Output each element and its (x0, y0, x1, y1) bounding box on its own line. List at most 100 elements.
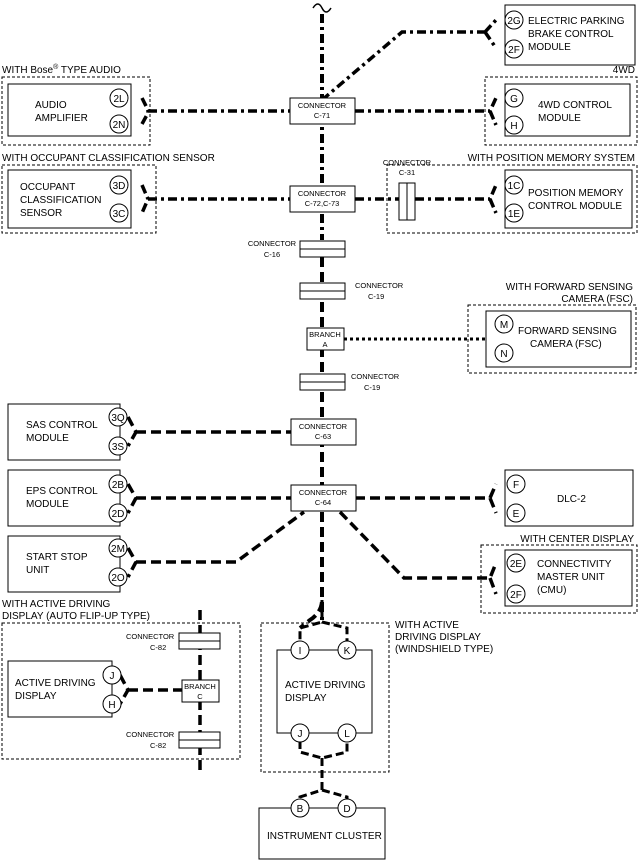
pin-label: J (110, 671, 115, 682)
conn-branch-c (181, 679, 220, 703)
pin-label: 3D (113, 181, 126, 192)
audio-label: AUDIO (35, 100, 67, 111)
c19b-label: CONNECTOR (351, 372, 400, 381)
wire-break-icon (312, 3, 332, 13)
conn-branch-a (306, 327, 345, 351)
adf-wire (118, 674, 182, 705)
cmu-label: (CMU) (537, 585, 566, 596)
c82a-label: C-82 (150, 643, 166, 652)
group-frames (1, 76, 638, 773)
audio-label: AMPLIFIER (35, 113, 88, 124)
pin-label: 1E (508, 209, 521, 220)
ocs-wire (140, 184, 290, 214)
c63-label: C-63 (315, 432, 331, 441)
pin-label: 2O (111, 573, 125, 584)
pin-label: 2F (508, 45, 520, 56)
pin-label: 2E (510, 559, 523, 570)
pin-4wd-1 (504, 88, 524, 108)
pin-label: 2N (113, 120, 126, 131)
group-cmu: WITH CENTER DISPLAY (520, 534, 634, 545)
box-epb (504, 4, 636, 66)
pin-sas-1 (108, 407, 128, 427)
pin-label: 3S (112, 442, 125, 453)
branch-a-label: A (322, 340, 327, 349)
ocs-label: OCCUPANT (20, 182, 75, 193)
pin-label: B (297, 804, 304, 815)
module-boxes (7, 4, 636, 860)
group-adw: DRIVING DISPLAY (395, 632, 481, 643)
ic-label: INSTRUMENT CLUSTER (267, 831, 382, 842)
pin-label: 2B (112, 480, 125, 491)
frame-4wd (484, 76, 638, 146)
box-cmu (504, 549, 633, 607)
pin-label: K (344, 646, 351, 657)
pin-label: G (510, 94, 518, 105)
pin-ssu-2 (108, 567, 128, 587)
conn-c7273 (289, 185, 356, 213)
pin-adf-2 (102, 694, 122, 714)
pin-ssu-1 (108, 538, 128, 558)
pin-labels: 2G 2F 2L 2N G H 3D 3C 1C 1E M N 3Q 3S 2B… (108, 16, 522, 815)
pin-label: I (299, 646, 302, 657)
trunk-lower (298, 257, 324, 630)
conn-c71 (289, 97, 356, 125)
epb-label: MODULE (528, 42, 571, 53)
pin-dlc-2 (506, 503, 526, 523)
pin-label: 3C (113, 209, 126, 220)
pin-4wd-2 (504, 115, 524, 135)
epb-label: BRAKE CONTROL (528, 29, 614, 40)
box-ssu (7, 535, 121, 593)
c82b-label: CONNECTOR (126, 730, 175, 739)
pin-label: 2M (111, 544, 125, 555)
eps-label: MODULE (26, 499, 69, 510)
audio-wire (140, 97, 290, 125)
branch-a-label: BRANCH (309, 330, 341, 339)
frame-pm (386, 164, 638, 234)
group-adw: WITH ACTIVE (395, 620, 459, 631)
pin-audio-2 (109, 114, 129, 134)
adw-label: ACTIVE DRIVING (285, 680, 366, 691)
module-labels: ELECTRIC PARKING BRAKE CONTROL MODULE AU… (15, 16, 625, 842)
pm-wire (355, 184, 498, 214)
pm-label: POSITION MEMORY (528, 188, 624, 199)
pin-label: H (108, 700, 115, 711)
adf-label: DISPLAY (15, 691, 57, 702)
box-sas (7, 403, 121, 461)
c64-label: CONNECTOR (299, 488, 348, 497)
box-ocs (7, 169, 132, 229)
dlc-wire (355, 483, 498, 514)
pin-pm-2 (504, 203, 524, 223)
pin-ocs-1 (109, 175, 129, 195)
pin-fsc-2 (494, 343, 514, 363)
c19a-label: CONNECTOR (355, 281, 404, 290)
c7273-label: CONNECTOR (298, 189, 347, 198)
pin-adw-4 (337, 723, 357, 743)
ocs-label: SENSOR (20, 208, 62, 219)
eps-wire (126, 483, 291, 514)
group-pm: WITH POSITION MEMORY SYSTEM (468, 153, 635, 164)
fourwd-wire (355, 97, 498, 126)
conn-c64 (290, 484, 357, 512)
frame-fsc (467, 304, 637, 374)
frame-ocs (1, 164, 157, 234)
frame-bose (1, 76, 151, 146)
c82b-label: C-82 (150, 741, 166, 750)
pm-label: CONTROL MODULE (528, 201, 622, 212)
frame-adw (260, 622, 390, 773)
box-eps (7, 469, 121, 527)
epb-wire (320, 18, 498, 102)
frame-adf (1, 622, 241, 760)
ssu-label: START STOP (26, 552, 88, 563)
c71-label: CONNECTOR (298, 101, 347, 110)
adw-label: DISPLAY (285, 693, 327, 704)
pin-label: M (500, 320, 508, 331)
c19a-label: C-19 (368, 292, 384, 301)
sas-wire (126, 416, 291, 447)
c7273-label: C-72,C-73 (305, 199, 340, 208)
ssu-label: UNIT (26, 565, 49, 576)
pin-pm-1 (504, 175, 524, 195)
pin-adw-3 (290, 723, 310, 743)
pin-label: F (513, 480, 519, 491)
c71-label: C-71 (314, 111, 330, 120)
